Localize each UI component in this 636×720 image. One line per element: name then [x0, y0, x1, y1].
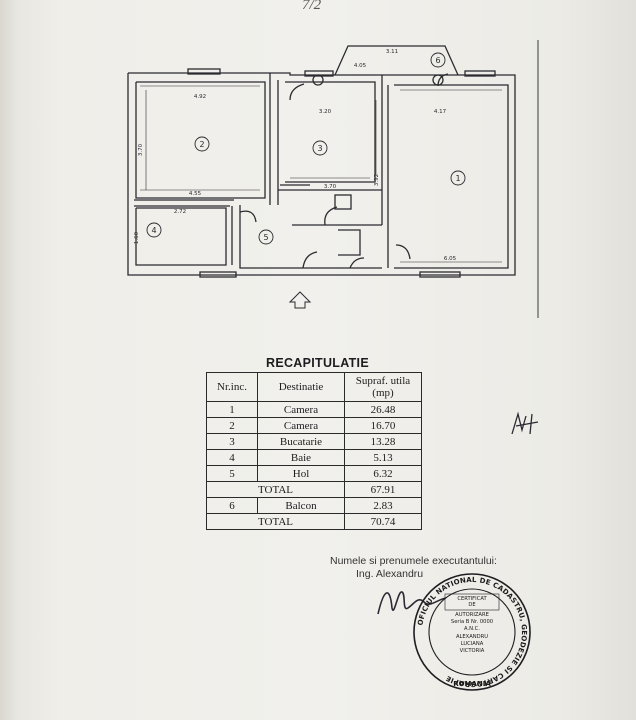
room-3-number: 3 — [317, 144, 322, 153]
dimension-label: 3.92 — [374, 174, 380, 186]
cell-nr: 4 — [206, 449, 258, 466]
grand-total-label: TOTAL — [206, 513, 345, 530]
dimension-label: 1.60 — [134, 231, 140, 244]
room-2-number: 2 — [199, 140, 204, 149]
room-5-marker — [258, 229, 274, 245]
cell-dest: Bucatarie — [257, 433, 345, 450]
cell-nr: 6 — [206, 497, 258, 514]
stamp-country: ROMANIA — [453, 680, 491, 688]
cell-nr: 5 — [206, 465, 258, 482]
room-6-number: 6 — [435, 56, 440, 65]
cell-nr: 3 — [206, 433, 258, 450]
grand-total-row: TOTAL 70.74 — [206, 513, 422, 530]
dimension-label: 4.05 — [354, 63, 367, 69]
table-row: 1 Camera 26.48 — [206, 401, 422, 418]
dimension-label: 3.70 — [324, 184, 337, 190]
total-area: 67.91 — [344, 481, 422, 498]
stamp-line: A.N.C. — [464, 626, 480, 632]
room-1-number: 1 — [455, 174, 460, 183]
stamp-line: DE — [468, 602, 475, 608]
dimension-label: 3.11 — [386, 49, 398, 55]
initials-signature — [511, 411, 539, 435]
recap-table: Nr.inc. Destinatie Supraf. utila (mp) 1 … — [206, 372, 422, 530]
dimension-label: 6.05 — [444, 256, 457, 262]
total-label: TOTAL — [206, 481, 345, 498]
header-destinatie: Destinatie — [257, 372, 345, 402]
room-3-marker — [312, 140, 328, 156]
dimension-label: 4.92 — [194, 94, 206, 100]
cell-area: 13.28 — [344, 433, 422, 450]
table-header-row: Nr.inc. Destinatie Supraf. utila (mp) — [206, 372, 422, 402]
executant-name: Ing. Alexandru — [356, 568, 424, 580]
floor-plan: 1 2 3 4 5 6 4.92 3.20 4.17 4.55 3.70 6.0… — [127, 40, 539, 318]
room-4-marker — [146, 222, 162, 238]
table-row: 6 Balcon 2.83 — [206, 497, 422, 514]
header-nr: Nr.inc. — [206, 372, 258, 402]
stamp-line: ALEXANDRU — [456, 634, 488, 640]
stamp-line: Seria B Nr. 0000 — [451, 619, 493, 625]
dimension-label: 2.72 — [174, 209, 186, 215]
grand-total-area: 70.74 — [344, 513, 422, 530]
header-suprafata: Supraf. utila (mp) — [344, 372, 422, 402]
total-row: TOTAL 67.91 — [206, 481, 422, 498]
recap-title: RECAPITULATIE — [266, 356, 369, 370]
cell-area: 6.32 — [344, 465, 422, 482]
dimension-label: 4.55 — [189, 191, 202, 197]
room-6-marker — [430, 52, 446, 68]
cell-nr: 1 — [206, 401, 258, 418]
handwritten-signature — [377, 591, 447, 615]
dimension-label: 3.70 — [138, 143, 144, 156]
cell-area: 5.13 — [344, 449, 422, 466]
table-row: 2 Camera 16.70 — [206, 417, 422, 434]
stamp-line: VICTORIA — [460, 648, 485, 654]
stamp-line: CERTIFICAT — [457, 596, 487, 602]
cell-dest: Camera — [257, 401, 345, 418]
cell-dest: Camera — [257, 417, 345, 434]
room-4-number: 4 — [151, 226, 156, 235]
cell-dest: Baie — [257, 449, 345, 466]
stamp-line: AUTORIZARE — [455, 612, 489, 618]
executant-label: Numele si prenumele executantului: — [330, 555, 497, 567]
dimension-label: 3.20 — [319, 109, 332, 115]
table-row: 3 Bucatarie 13.28 — [206, 433, 422, 450]
entrance-arrow-icon — [288, 291, 312, 309]
table-row: 5 Hol 6.32 — [206, 465, 422, 482]
cell-area: 16.70 — [344, 417, 422, 434]
room-1-marker — [450, 170, 466, 186]
cell-dest: Hol — [257, 465, 345, 482]
dimension-label: 4.17 — [434, 109, 447, 115]
cell-dest: Balcon — [257, 497, 345, 514]
room-5-number: 5 — [263, 233, 268, 242]
authorization-stamp: OFICIUL NATIONAL DE CADASTRU, GEODEZIE S… — [413, 573, 531, 691]
cell-nr: 2 — [206, 417, 258, 434]
cell-area: 26.48 — [344, 401, 422, 418]
page-number-mark: 7/2 — [302, 0, 322, 13]
table-row: 4 Baie 5.13 — [206, 449, 422, 466]
cell-area: 2.83 — [344, 497, 422, 514]
stamp-line: LUCIANA — [461, 641, 484, 647]
room-2-marker — [194, 136, 210, 152]
